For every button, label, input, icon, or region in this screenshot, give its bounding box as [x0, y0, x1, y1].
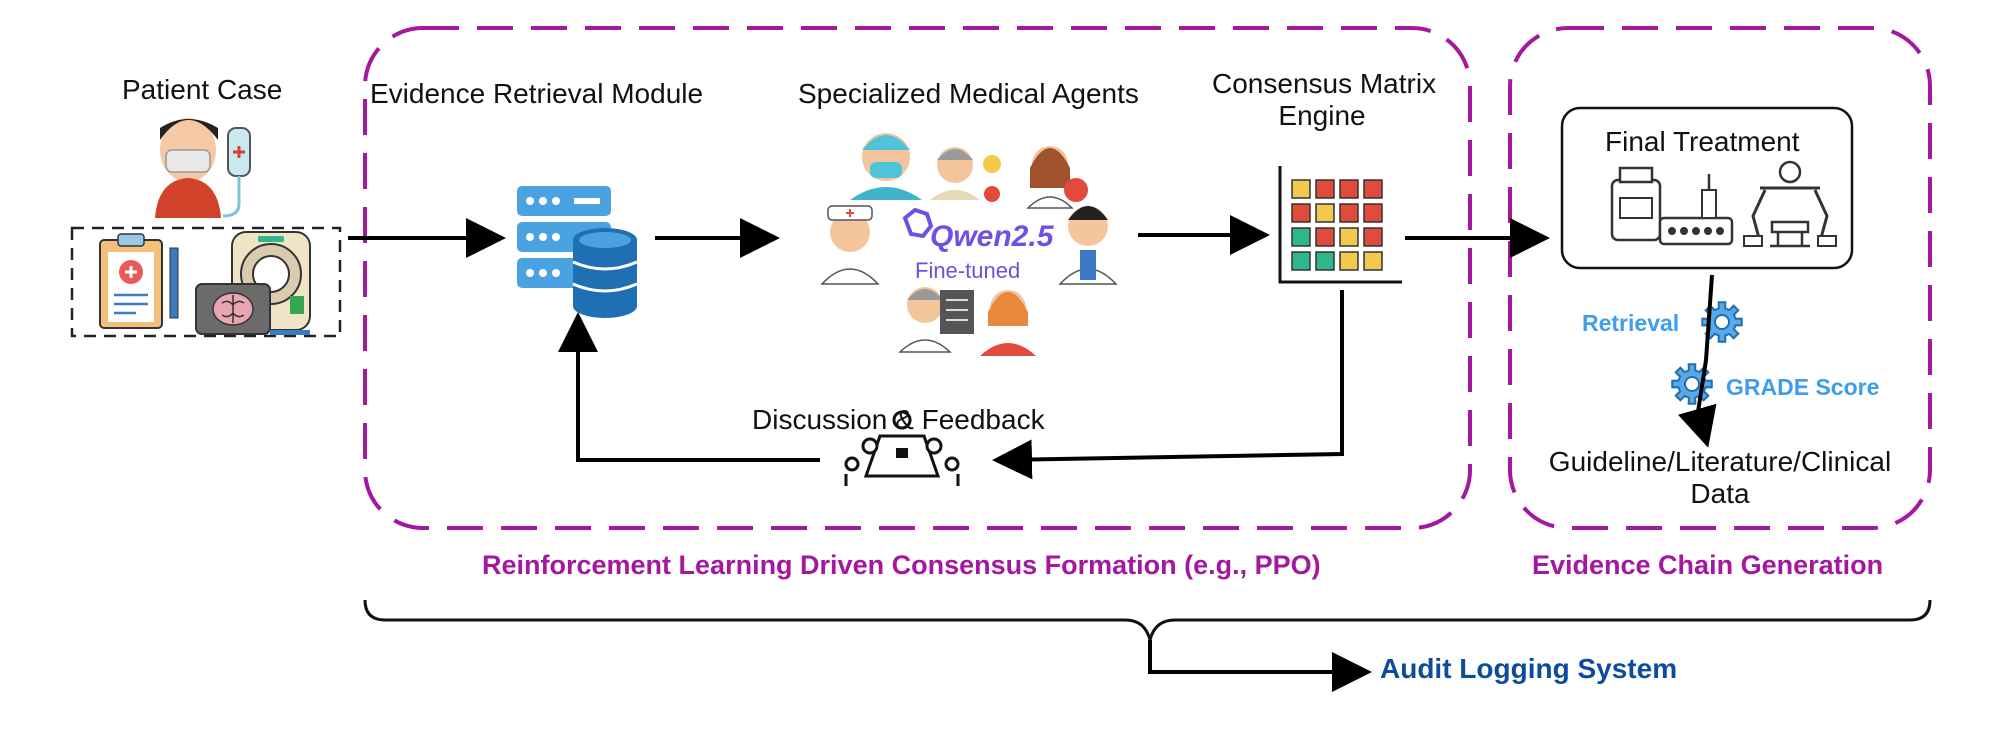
consensus-line1: Consensus Matrix	[1212, 68, 1437, 99]
rl-region-box	[363, 26, 1472, 530]
consensus-line2: Engine	[1278, 100, 1366, 131]
arrow-final-to-guideline	[1677, 274, 1717, 448]
matrix-cell	[1339, 251, 1359, 271]
doctor-avatar-icon	[820, 133, 1118, 356]
matrix-cell	[1291, 203, 1311, 223]
grouping-brace	[363, 599, 1932, 641]
guideline-data-label: Guideline/Literature/Clinical Data	[1530, 446, 1910, 510]
matrix-cell	[1315, 227, 1335, 247]
arrow-consensus-to-discussion	[992, 290, 1344, 480]
matrix-cell	[1315, 179, 1335, 199]
evidence-chain-title: Evidence Chain Generation	[1532, 550, 1884, 580]
patient-case-label: Patient Case	[122, 74, 283, 105]
qwen-logo-icon	[902, 207, 934, 239]
clipboard-icon	[99, 233, 179, 329]
patient-icon	[155, 118, 221, 218]
guideline-line2: Data	[1690, 478, 1750, 509]
iv-drip-icon	[222, 127, 251, 218]
matrix-cell	[1363, 203, 1383, 223]
matrix-cell	[1291, 227, 1311, 247]
specialized-agents-label: Specialized Medical Agents	[798, 78, 1139, 109]
grade-score-label: GRADE Score	[1726, 374, 1880, 400]
database-server-icon	[517, 186, 638, 318]
meeting-table-icon	[844, 410, 960, 486]
fine-tuned-label: Fine-tuned	[915, 258, 1021, 283]
guideline-line1: Guideline/Literature/Clinical	[1548, 446, 1892, 477]
matrix-cell	[1291, 179, 1311, 199]
arrow-brace-to-audit	[1148, 640, 1372, 692]
matrix-cell	[1363, 251, 1383, 271]
arrow-discussion-to-retrieval	[558, 312, 820, 462]
matrix-cell	[1363, 179, 1383, 199]
matrix-cell	[1363, 227, 1383, 247]
matrix-cell	[1339, 203, 1359, 223]
matrix-cell	[1291, 251, 1311, 271]
surgical-robot-icon	[1743, 160, 1837, 248]
matrix-cell	[1339, 227, 1359, 247]
audit-logging-label: Audit Logging System	[1380, 653, 1678, 684]
matrix-cell	[1315, 203, 1335, 223]
rl-region-title: Reinforcement Learning Driven Consensus …	[482, 550, 1321, 580]
mri-scanner-icon	[195, 231, 311, 335]
discussion-feedback-label: Discussion & Feedback	[752, 404, 1045, 435]
medicine-icon	[1610, 166, 1734, 246]
qwen-model-label: Qwen2.5	[930, 220, 1054, 253]
matrix-cell	[1315, 251, 1335, 271]
patient-case-box	[70, 226, 342, 338]
gear-icon	[1701, 301, 1743, 343]
final-treatment-label: Final Treatment	[1605, 126, 1800, 157]
matrix-grid-icon	[1278, 166, 1402, 284]
retrieval-label: Retrieval	[1582, 310, 1680, 336]
matrix-cell	[1339, 179, 1359, 199]
evidence-retrieval-label: Evidence Retrieval Module	[370, 78, 704, 109]
consensus-engine-label: Consensus Matrix Engine	[1212, 68, 1437, 132]
